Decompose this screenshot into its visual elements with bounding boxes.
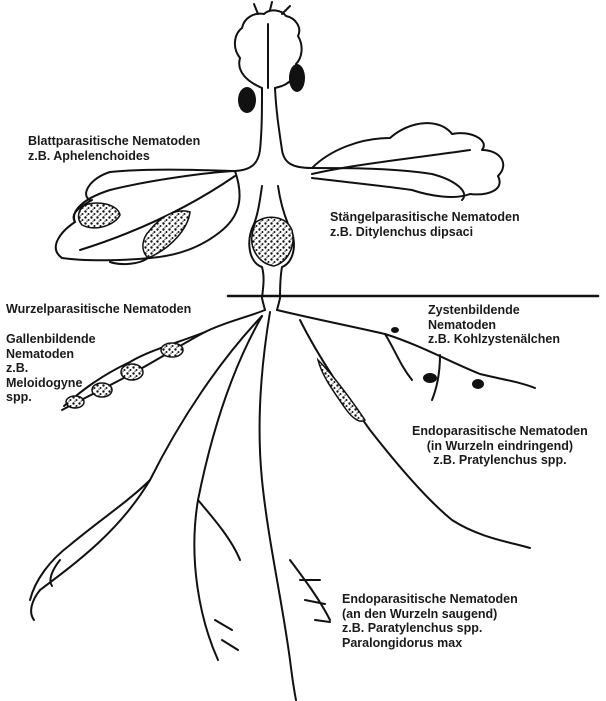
cyst-3 — [391, 327, 399, 333]
stem-outline-right — [275, 88, 464, 200]
label-endo-penetrating: Endoparasitische Nematoden (in Wurzeln e… — [412, 424, 588, 468]
label-gall-line-5: spp. — [6, 390, 96, 405]
label-leaf-line-1: Blattparasitische Nematoden — [28, 134, 200, 149]
label-leaf-line-2: z.B. Aphelenchoides — [28, 149, 200, 164]
label-leaf-nematodes: Blattparasitische Nematoden z.B. Aphelen… — [28, 134, 200, 163]
label-endo-pen-line-3: z.B. Pratylenchus spp. — [412, 453, 588, 468]
top-leaf-tips — [254, 2, 290, 14]
label-gall-line-2: Nematoden — [6, 347, 96, 362]
top-leaf-lesion-right — [289, 64, 305, 92]
right-leaf-outline — [312, 123, 503, 197]
label-cyst-line-3: z.B. Kohlzystenälchen — [428, 332, 560, 347]
top-leaf-lesion-left — [238, 87, 256, 113]
endo-lesion — [318, 360, 365, 421]
gall-1 — [161, 343, 183, 357]
root-down-1 — [260, 312, 296, 700]
left-leaf-infection-a — [78, 203, 120, 228]
root-down-2 — [194, 316, 262, 660]
label-endo-suck-line-4: Paralongidorus max — [342, 636, 518, 651]
label-endo-pen-line-2: (in Wurzeln eindringend) — [412, 439, 588, 454]
label-gall-line-1: Gallenbildende — [6, 332, 96, 347]
root-far-left — [30, 480, 150, 600]
cyst-2 — [472, 379, 484, 389]
label-cyst-line-2: Nematoden — [428, 318, 560, 333]
label-endo-suck-line-3: z.B. Paratylenchus spp. — [342, 621, 518, 636]
label-gall-nematodes: Gallenbildende Nematoden z.B. Meloidogyn… — [6, 332, 96, 405]
label-endo-sucking: Endoparasitische Nematoden (an den Wurze… — [342, 592, 518, 650]
label-endo-suck-line-1: Endoparasitische Nematoden — [342, 592, 518, 607]
label-gall-line-4: Meloidogyne — [6, 376, 96, 391]
stem-swelling — [252, 217, 293, 266]
cyst-1 — [423, 373, 437, 383]
label-endo-suck-line-2: (an den Wurzeln saugend) — [342, 607, 518, 622]
gall-2 — [121, 364, 143, 380]
label-stem-line-1: Stängelparasitische Nematoden — [330, 210, 520, 225]
label-root-nematodes-header: Wurzelparasitische Nematoden — [6, 302, 191, 317]
label-stem-nematodes: Stängelparasitische Nematoden z.B. Dityl… — [330, 210, 520, 239]
label-endo-pen-line-1: Endoparasitische Nematoden — [412, 424, 588, 439]
label-cyst-nematodes: Zystenbildende Nematoden z.B. Kohlzysten… — [428, 303, 560, 347]
label-stem-line-2: z.B. Ditylenchus dipsaci — [330, 225, 520, 240]
label-gall-line-3: z.B. — [6, 361, 96, 376]
label-cyst-line-1: Zystenbildende — [428, 303, 560, 318]
label-root-header-line-1: Wurzelparasitische Nematoden — [6, 302, 191, 317]
